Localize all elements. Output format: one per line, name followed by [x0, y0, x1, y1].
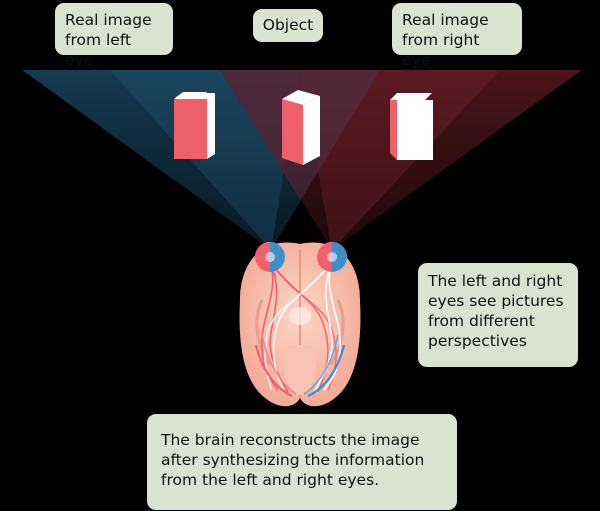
- label-brain-reconstruction: The brain reconstructs the image after s…: [147, 414, 457, 510]
- label-object: Object: [253, 9, 323, 42]
- object-box: [282, 90, 320, 165]
- label-left-eye-image: Real image from left eye: [55, 3, 173, 69]
- label-perspectives: The left and right eyes see pictures fro…: [418, 263, 578, 367]
- left-eye-icon: [255, 242, 285, 272]
- left-eye-image-box: [174, 92, 215, 159]
- right-eye-icon: [317, 242, 347, 272]
- optic-pathways: [254, 261, 346, 397]
- right-eye-image-box: [390, 93, 433, 160]
- label-right-eye-image: Real image from right eye: [392, 3, 522, 69]
- brain: [239, 242, 361, 407]
